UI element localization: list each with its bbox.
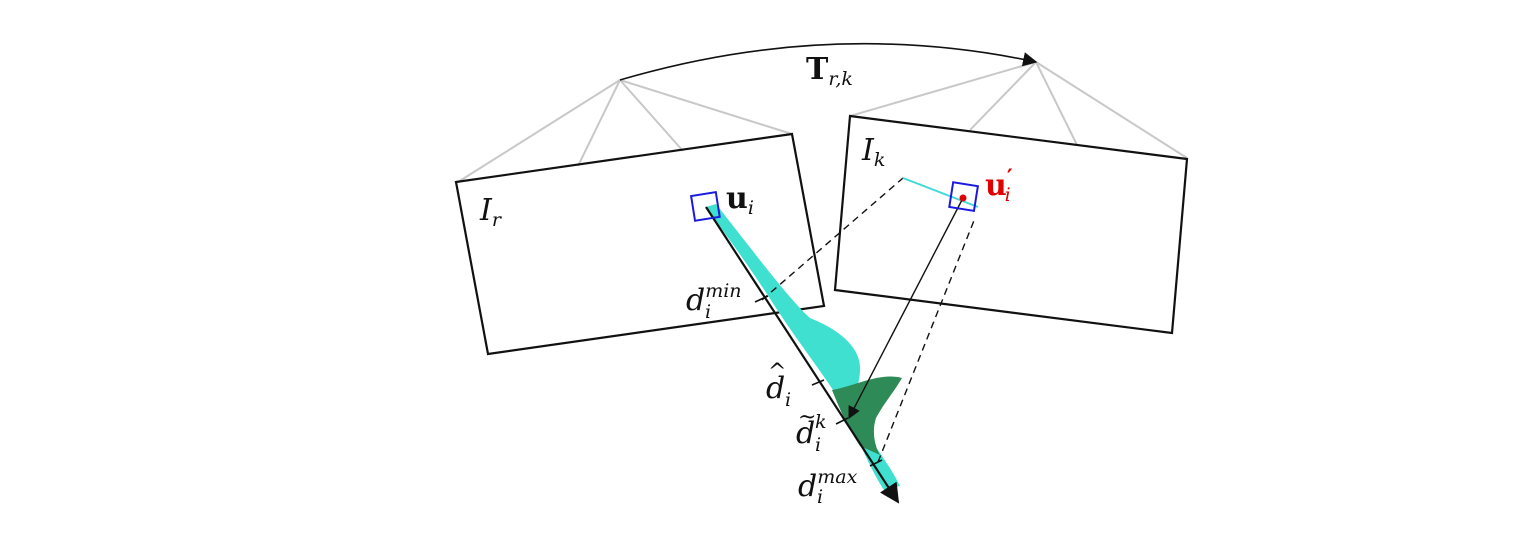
projection-dmin-line [761, 177, 904, 301]
ref-pixel-label: ui [726, 181, 754, 219]
depth-ticks [754, 295, 883, 467]
reference-image-plane [454, 132, 826, 356]
cur-patch-box [948, 181, 980, 213]
depth-ray [705, 206, 900, 504]
reference-image-label: Ir [479, 193, 503, 231]
dtilde-sup: k [815, 411, 827, 433]
dhat-accent: ^ [768, 360, 786, 385]
dmax-label: dmax [798, 466, 858, 504]
dmin-label: dmin [686, 280, 742, 318]
projection-dmax-line [877, 217, 976, 463]
dmin-sub: i [705, 301, 711, 323]
transform-label: Tr,k [806, 52, 853, 90]
dtilde-sub: i [815, 434, 821, 456]
dtilde-label: d [796, 416, 815, 451]
ref-camera-frustum [457, 79, 793, 183]
matched-point [959, 194, 967, 202]
dhat-sub: i [785, 389, 791, 411]
cur-pixel-label: u′i [985, 165, 1013, 206]
cur-camera-frustum [849, 61, 1188, 159]
depth-estimate-distribution [832, 376, 902, 455]
dhat-label: d [766, 371, 785, 406]
ref-patch-box [689, 190, 721, 222]
current-image-plane [833, 114, 1189, 335]
backprojection-arrow [848, 197, 964, 420]
epipolar-segment [902, 177, 979, 208]
dmax-sub: i [817, 486, 823, 508]
transform-arrow [619, 42, 1038, 81]
dtilde-accent: ~ [798, 405, 816, 430]
current-image-label: Ik [861, 133, 885, 171]
